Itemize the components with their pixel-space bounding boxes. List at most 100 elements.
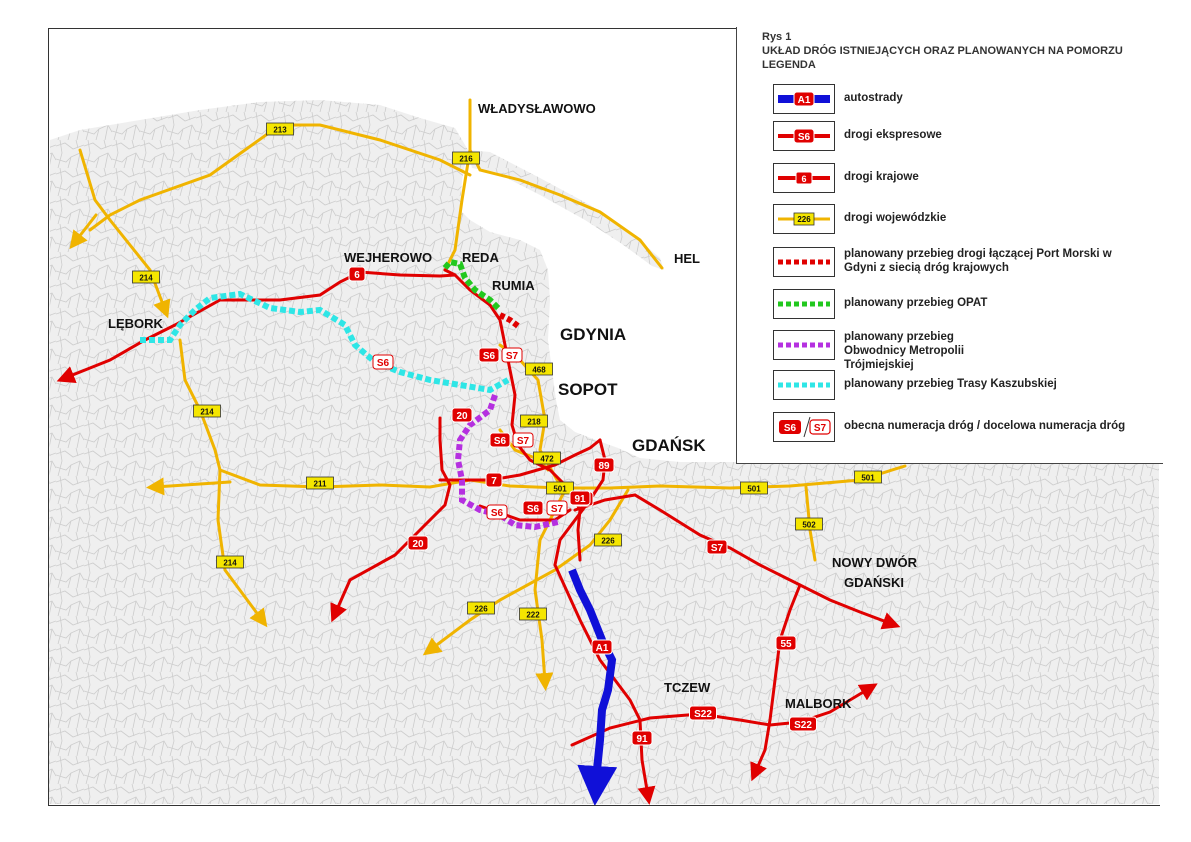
map-border	[48, 28, 737, 806]
road-shield-text-s6e: S6	[491, 508, 504, 519]
svg-text:S6: S6	[798, 132, 811, 143]
legend-swatch-expressway: S6	[773, 121, 835, 151]
svg-text:S7: S7	[814, 423, 827, 434]
road-shield-text-n91c: 91	[636, 734, 648, 745]
road-shield-s6a: S6	[478, 347, 500, 363]
road-shield-text-n91b: 91	[574, 494, 586, 505]
legend-label-numbering: obecna numeracja dróg / docelowa numerac…	[844, 420, 1126, 432]
road-shield-r502: 502	[795, 517, 823, 531]
road-shield-s7a: S7	[501, 347, 523, 363]
road-shield-s6b: S6	[372, 354, 394, 370]
road-shield-r472: 472	[533, 451, 561, 465]
road-shield-s6e: S6	[486, 504, 508, 520]
road-shield-r501b: 501	[740, 481, 768, 495]
svg-text:A1: A1	[798, 95, 811, 106]
legend-label-port: planowany przebieg drogi łączącej Port M…	[844, 248, 1112, 274]
road-shield-n7: 7	[485, 472, 503, 488]
road-shield-box-r218	[520, 414, 548, 428]
road-shield-text-n55: 55	[780, 639, 792, 650]
svg-text:6: 6	[801, 174, 806, 184]
road-shield-s22b: S22	[789, 716, 817, 732]
legend-item-kaszubska: planowany przebieg Trasy Kaszubskiej	[770, 370, 1160, 400]
road-shield-text-r216: 216	[459, 155, 473, 164]
city-rumia: RUMIA	[492, 278, 535, 293]
road-shield-text-r501b: 501	[747, 485, 761, 494]
legend-label-expressway: drogi ekspresowe	[844, 129, 942, 141]
road-shield-box-r214b	[193, 404, 221, 418]
legend-swatch-obwodnica	[773, 330, 835, 360]
road-shield-n6: 6	[348, 266, 366, 282]
road-shield-text-r226b: 226	[474, 605, 488, 614]
city-sopot: SOPOT	[558, 380, 618, 399]
road-shield-n91c: 91	[631, 730, 653, 746]
road-shield-text-r214c: 214	[223, 559, 237, 568]
road-shield-box-n6	[348, 266, 366, 282]
road-shield-box-r501c	[854, 470, 882, 484]
road-shield-r211: 211	[306, 476, 334, 490]
road-shield-n91b: 91	[569, 490, 591, 506]
city-wejherowo: WEJHEROWO	[344, 250, 432, 265]
figure-title: UKŁAD DRÓG ISTNIEJĄCYCH ORAZ PLANOWANYCH…	[762, 45, 1123, 57]
road-shield-text-s6d: S6	[527, 504, 540, 515]
legend-item-port: planowany przebieg drogi łączącej Port M…	[770, 247, 1160, 277]
road-shield-text-r222: 222	[526, 611, 540, 620]
road-shield-text-s7a: S7	[506, 351, 519, 362]
road-shield-text-r501c: 501	[861, 474, 875, 483]
city-wladyslawowo: WŁADYSŁAWOWO	[478, 101, 596, 116]
road-shield-r226b: 226	[467, 601, 495, 615]
map-border-right	[736, 463, 1160, 806]
city-reda: REDA	[462, 250, 499, 265]
legend-item-obwodnica: planowany przebieg Obwodnicy Metropolii …	[770, 330, 1160, 371]
legend-item-motorway: A1 autostrady	[770, 84, 1160, 114]
road-shield-s7d: S7	[546, 500, 568, 516]
city-gdansk: GDAŃSK	[632, 436, 706, 455]
city-nowy-dwor-1: NOWY DWÓR	[832, 555, 918, 570]
road-shield-box-r501b	[740, 481, 768, 495]
road-shield-n89: 89	[593, 457, 615, 473]
road-shield-box-n91c	[631, 730, 653, 746]
road-shield-text-r213: 213	[273, 126, 287, 135]
road-shield-r213: 213	[266, 122, 294, 136]
road-shield-n20b: 20	[407, 535, 429, 551]
legend-label-obwodnica: planowany przebieg Obwodnicy Metropolii …	[844, 331, 965, 371]
road-shield-box-s7e	[706, 539, 728, 555]
road-shield-text-r502: 502	[802, 521, 816, 530]
road-shield-n20a: 20	[451, 407, 473, 423]
road-shield-box-s6c	[489, 432, 511, 448]
road-shield-box-r468	[525, 362, 553, 376]
road-shield-box-s6e	[486, 504, 508, 520]
road-shield-box-n55	[775, 635, 797, 651]
road-shield-text-s22b: S22	[794, 720, 812, 731]
road-shield-s22a: S22	[689, 705, 717, 721]
route-obwodnica	[454, 394, 559, 531]
road-shield-box-r501a	[546, 481, 574, 495]
road-shield-box-n91b	[569, 490, 591, 506]
road-shield-text-r226a: 226	[601, 537, 615, 546]
road-shield-s7e: S7	[706, 539, 728, 555]
road-shield-box-r222	[519, 607, 547, 621]
road-shield-text-r501a: 501	[553, 485, 567, 494]
road-shield-s7c: S7	[512, 432, 534, 448]
road-shield-box-s7d	[546, 500, 568, 516]
road-shield-box-n20a	[451, 407, 473, 423]
legend-swatch-port	[773, 247, 835, 277]
legend-item-numbering: S6 S7 obecna numeracja dróg / docelowa nu…	[770, 412, 1160, 442]
road-shield-r468: 468	[525, 362, 553, 376]
road-shield-text-n7: 7	[491, 476, 497, 487]
svg-text:S6: S6	[784, 423, 797, 434]
figure-number: Rys 1	[762, 31, 792, 43]
road-shield-box-r472	[533, 451, 561, 465]
road-shield-a1: A1	[591, 639, 613, 655]
road-shield-box-r502	[795, 517, 823, 531]
road-shield-box-s22b	[789, 716, 817, 732]
motorway-a1	[568, 568, 618, 806]
legend-label-motorway: autostrady	[844, 92, 903, 104]
legend-heading: Rys 1 UKŁAD DRÓG ISTNIEJĄCYCH ORAZ PLANO…	[762, 30, 1162, 72]
road-shield-text-r218: 218	[527, 418, 541, 427]
route-kaszubska	[140, 290, 510, 394]
road-shield-box-r226b	[467, 601, 495, 615]
road-shield-box-s7c	[512, 432, 534, 448]
road-shield-box-r226a	[594, 533, 622, 547]
road-shield-text-s7e: S7	[711, 543, 724, 554]
road-shield-text-s6a: S6	[483, 351, 496, 362]
